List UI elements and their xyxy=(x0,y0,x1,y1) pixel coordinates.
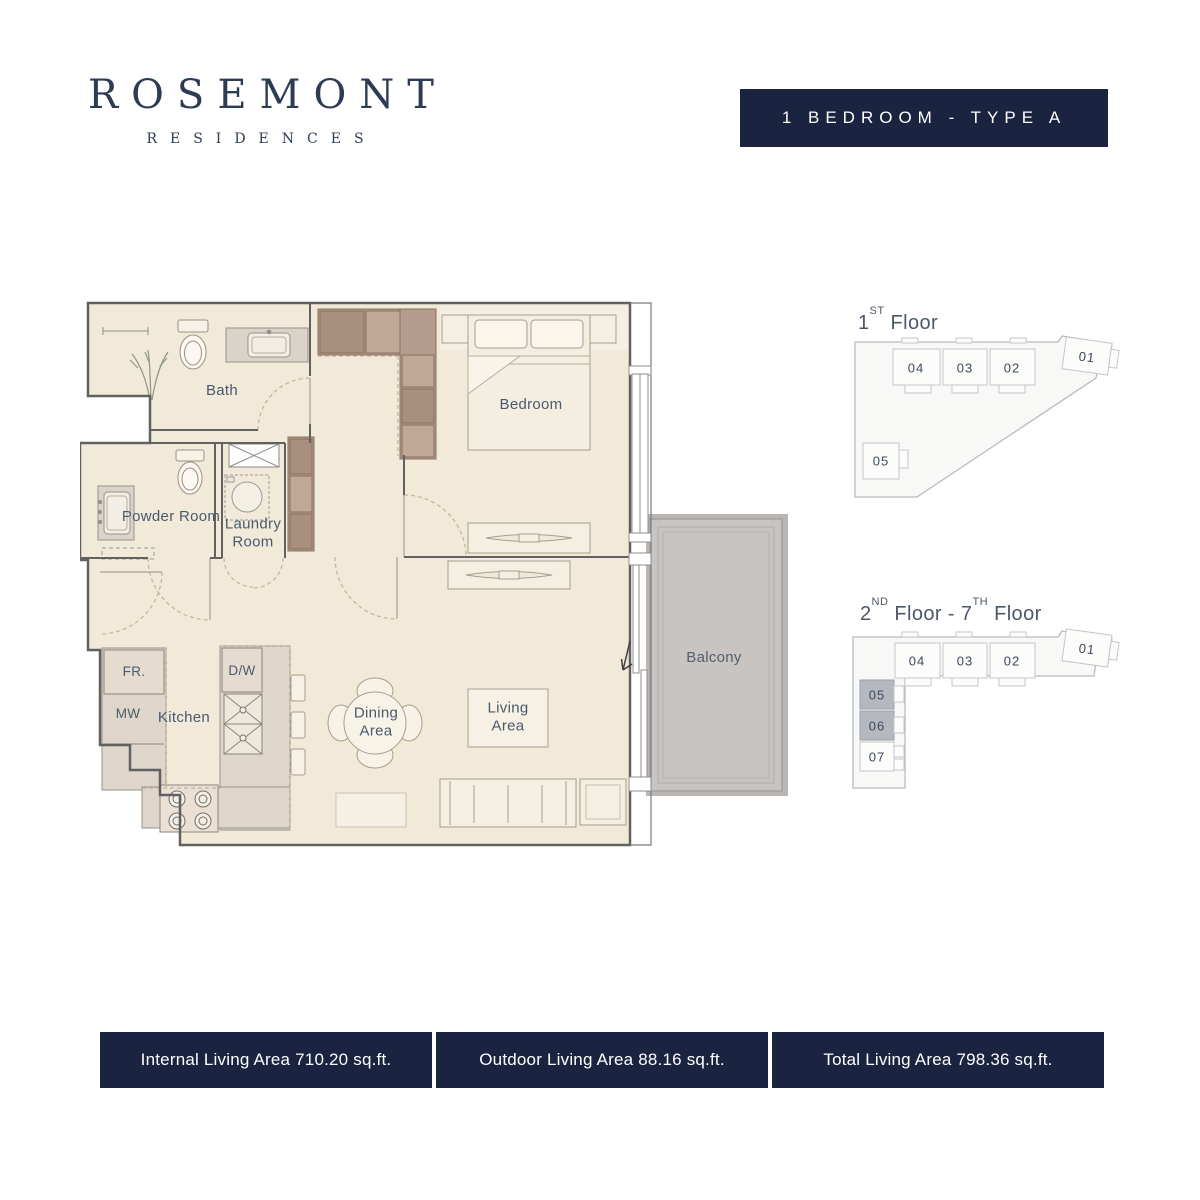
keyplan-1st-floor xyxy=(854,335,1120,498)
keyplan2-unit-02: 02 xyxy=(1003,653,1021,669)
keyplan2-unit-07: 07 xyxy=(868,749,886,765)
unit-type-label: 1 BEDROOM - TYPE A xyxy=(781,108,1067,127)
unit-type-banner: 1 BEDROOM - TYPE A xyxy=(740,89,1108,147)
floor-plan xyxy=(80,301,788,847)
keyplan2-unit-04: 04 xyxy=(908,653,926,669)
brand-subtitle: RESIDENCES xyxy=(146,131,377,147)
room-label-laundry-room: Laundry Room xyxy=(224,515,282,550)
bath-fixtures xyxy=(102,319,309,401)
room-label-kitchen: Kitchen xyxy=(157,709,211,727)
dining-table xyxy=(343,691,407,755)
room-label-powder-room: Powder Room xyxy=(121,508,221,526)
keyplan1-unit-02: 02 xyxy=(1003,360,1021,376)
rug xyxy=(335,792,407,828)
bed xyxy=(467,314,591,451)
room-label-dining-area: Dining Area xyxy=(353,704,399,739)
area-bar-internal: Internal Living Area 710.20 sq.ft. xyxy=(100,1032,432,1088)
room-label-living-area: Living Area xyxy=(487,699,529,734)
keyplan1-unit-05: 05 xyxy=(872,453,890,469)
highlighted-unit-06 xyxy=(859,710,895,741)
dishwasher xyxy=(221,647,263,693)
powder-fixtures xyxy=(97,449,205,541)
powder-vanity xyxy=(97,485,135,541)
sliding-door-panel xyxy=(632,564,640,674)
label-microwave: MW xyxy=(115,706,141,722)
window-and-doors xyxy=(628,365,652,792)
living-furniture xyxy=(439,688,627,828)
bedroom-console xyxy=(467,522,591,554)
area-bar-outdoor-label: Outdoor Living Area 88.16 sq.ft. xyxy=(479,1050,725,1069)
bedroom-furniture xyxy=(441,314,617,590)
label-fridge: FR. xyxy=(122,664,146,680)
washer-icon xyxy=(224,474,270,521)
keyplan1-title: 1ST Floor xyxy=(858,305,939,334)
area-bar-outdoor: Outdoor Living Area 88.16 sq.ft. xyxy=(436,1032,768,1088)
sliding-door-panel xyxy=(640,669,648,779)
kitchen-fixtures xyxy=(101,645,306,833)
living-console xyxy=(447,560,571,590)
toilet-icon xyxy=(177,319,209,370)
armchair xyxy=(579,778,627,826)
room-label-bedroom: Bedroom xyxy=(499,396,563,414)
coffee-table xyxy=(467,688,549,748)
keyplan1-unit-03: 03 xyxy=(956,360,974,376)
room-label-balcony: Balcony xyxy=(686,649,742,667)
keyplan1-units xyxy=(862,336,1120,480)
dining-furniture xyxy=(327,677,423,828)
keyplan2-unit-03: 03 xyxy=(956,653,974,669)
stove xyxy=(159,784,219,833)
keyplan2-unit-01: 01 xyxy=(1077,640,1097,658)
toilet-icon xyxy=(175,449,205,495)
door-leaves xyxy=(100,378,405,620)
sofa xyxy=(439,778,577,828)
balcony-structure xyxy=(646,514,788,796)
area-bar-total-label: Total Living Area 798.36 sq.ft. xyxy=(823,1050,1053,1069)
plant-icon xyxy=(129,349,169,401)
keyplan-2nd-7th-floor xyxy=(852,628,1120,789)
keyplan1-unit-01: 01 xyxy=(1077,348,1097,366)
keyplan2-unit-05: 05 xyxy=(868,687,886,703)
area-bar-internal-label: Internal Living Area 710.20 sq.ft. xyxy=(140,1050,392,1069)
exterior-wall-outer-line xyxy=(630,302,652,846)
keyplan2-unit-06: 06 xyxy=(868,718,886,734)
keyplan1-unit-04: 04 xyxy=(907,360,925,376)
laundry-fixtures xyxy=(224,443,280,521)
label-dishwasher: D/W xyxy=(228,663,256,679)
room-label-bath: Bath xyxy=(205,382,239,400)
area-bar-total: Total Living Area 798.36 sq.ft. xyxy=(772,1032,1104,1088)
bath-vanity xyxy=(225,327,309,363)
keyplan2-title: 2ND Floor - 7TH Floor xyxy=(860,596,1042,625)
cabinetry xyxy=(287,308,437,552)
door-direction-arrow xyxy=(620,640,633,671)
brand-name: ROSEMONT xyxy=(88,72,447,118)
keyplan2-units xyxy=(859,628,1120,772)
dashed-lines xyxy=(99,355,467,830)
brand-logo: ROSEMONT RESIDENCES xyxy=(88,72,434,147)
interior-walls xyxy=(80,303,630,559)
kitchen-sink xyxy=(223,693,263,755)
